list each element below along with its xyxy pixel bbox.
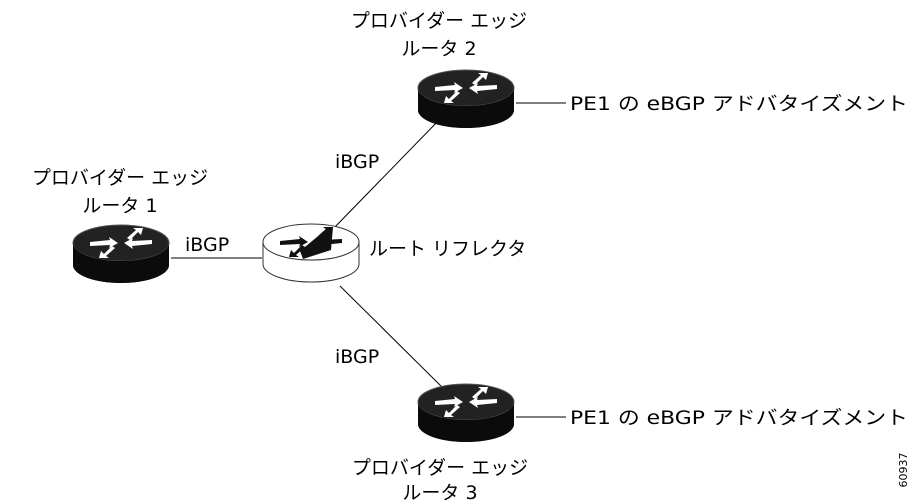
- route-reflector-label: ルート リフレクタ: [369, 238, 526, 260]
- ibgp-label-rr-pe3: iBGP: [335, 346, 379, 368]
- pe2-label-line1: プロバイダー エッジ: [351, 10, 527, 32]
- pe2-label-line2: ルータ 2: [401, 38, 476, 60]
- figure-id: 60937: [897, 453, 910, 488]
- pe1-router-icon[interactable]: [72, 224, 170, 284]
- pe2-advertisement-label: PE1 の eBGP アドバタイズメント: [570, 93, 908, 115]
- pe3-router-icon[interactable]: [417, 383, 515, 443]
- pe3-label-line1: プロバイダー エッジ: [352, 457, 528, 479]
- link-rr-pe2: [332, 117, 442, 230]
- link-rr-pe3: [339, 285, 446, 391]
- pe1-label-line1: プロバイダー エッジ: [32, 167, 208, 189]
- route-reflector-icon[interactable]: [262, 223, 360, 283]
- pe3-label-line2: ルータ 3: [402, 482, 477, 502]
- pe1-label-line2: ルータ 1: [82, 195, 157, 217]
- pe3-advertisement-label: PE1 の eBGP アドバタイズメント: [570, 407, 908, 429]
- pe2-router-icon[interactable]: [417, 69, 515, 129]
- ibgp-label-rr-pe2: iBGP: [335, 151, 379, 173]
- ibgp-label-pe1-rr: iBGP: [185, 234, 229, 256]
